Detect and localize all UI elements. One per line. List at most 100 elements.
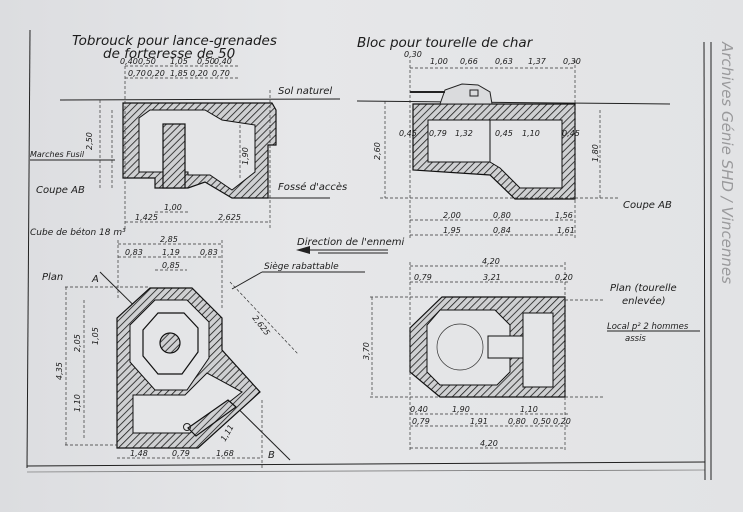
dim: 0,63 (495, 57, 513, 66)
dim: 4,20 (482, 257, 500, 266)
dim: 0,40 (214, 57, 232, 66)
seat-leader (231, 271, 263, 290)
left-section-label: Coupe AB (36, 185, 85, 196)
dim: 3,70 (362, 342, 371, 360)
dim: 0,20 (147, 69, 165, 78)
right-section-dimension-lines (380, 60, 620, 240)
marker-b: B (268, 450, 275, 461)
dim: 0,83 (200, 248, 218, 257)
dim: 1,05 (170, 57, 188, 66)
dim: 0,45 (495, 129, 513, 138)
dim: 0,79 (412, 417, 430, 426)
dim: 1,10 (520, 405, 538, 414)
dim: 0,40 (120, 57, 138, 66)
dim: 2,625 (250, 314, 271, 338)
dim: 1,19 (162, 248, 180, 257)
dim: 1,95 (443, 226, 461, 235)
tobrouck-plan-lower-room (132, 372, 243, 434)
dim: 1,90 (452, 405, 470, 414)
dim: 0,50 (197, 57, 215, 66)
dim: 0,79 (429, 129, 447, 138)
dim: 0,79 (172, 449, 190, 458)
dim: 1,10 (522, 129, 540, 138)
turret-section-room (427, 119, 491, 163)
dim: 2,85 (160, 235, 178, 244)
room-label-line1: Local p² 2 hommes (607, 322, 689, 332)
frame-left-line (26, 29, 31, 469)
right-title: Bloc pour tourelle de char (357, 35, 534, 51)
dim: 2,625 (218, 213, 241, 222)
turret-plan-passage (487, 335, 524, 359)
dim: 3,21 (483, 273, 501, 282)
dim: 1,68 (216, 449, 234, 458)
dim: 2,60 (373, 142, 382, 160)
dim: 4,20 (480, 439, 498, 448)
dim: 2,00 (443, 211, 461, 220)
dim: 2,50 (85, 132, 94, 150)
dim: 0,45 (399, 129, 417, 138)
enemy-direction-label: Direction de l'ennemi (297, 237, 405, 248)
dim: 1,48 (130, 449, 148, 458)
dim: 1,425 (135, 213, 158, 222)
dim: 4,35 (55, 362, 64, 380)
turret-ring (436, 323, 484, 371)
pivot-pedestal (159, 332, 181, 354)
turret-section-chamber (489, 119, 563, 189)
room-label-line2: assis (625, 334, 646, 344)
dim: 2,05 (73, 334, 82, 352)
archive-note: Archives Génie SHD / Vincennes (718, 41, 736, 284)
dim: 1,85 (170, 69, 188, 78)
dim: 0,85 (162, 261, 180, 270)
ground-line-left (59, 98, 341, 101)
dim: 1,90 (241, 147, 250, 165)
marker-a: A (91, 274, 99, 285)
dim: 0,20 (190, 69, 208, 78)
ground-label-left: Sol naturel (278, 86, 332, 97)
dim: 1,05 (91, 327, 100, 345)
frame-bottom-line-2 (26, 469, 706, 473)
dim: 0,50 (533, 417, 551, 426)
arrow-head-icon (296, 246, 310, 254)
dim: 0,70 (212, 69, 230, 78)
right-plan-dimension-lines (370, 262, 605, 450)
trench-label: Fossé d'accès (278, 181, 347, 193)
frame-right-line (703, 41, 706, 481)
dim: 1,32 (455, 129, 473, 138)
right-plan-label-line1: Plan (tourelle (610, 283, 677, 294)
tobrouck-central-pillar (162, 123, 186, 189)
dim: 0,20 (555, 273, 573, 282)
dim: 0,83 (125, 248, 143, 257)
dim: 1,91 (470, 417, 488, 426)
tank-turret (439, 83, 493, 105)
dim: 0,45 (562, 129, 580, 138)
dim: 0,50 (138, 57, 156, 66)
dim: 0,30 (563, 57, 581, 66)
dim: 1,37 (528, 57, 547, 66)
seat-label: Siège rabattable (264, 261, 339, 272)
fold-down-seat-icon (183, 423, 191, 431)
access-corridor (187, 399, 237, 437)
left-plan-dimension-lines (65, 240, 299, 468)
concrete-label: Cube de béton 18 m³ (30, 227, 126, 238)
dim: 0,40 (410, 405, 428, 414)
left-title-line1: Tobrouck pour lance-grenades (72, 33, 277, 49)
dim: 1,00 (164, 203, 182, 212)
dim: 1,80 (591, 144, 600, 162)
frame-bottom-line (26, 461, 706, 467)
left-section-dimension-lines (99, 65, 271, 230)
dim: 1,10 (73, 394, 82, 412)
dim: 0,30 (404, 50, 422, 59)
dim: 1,61 (557, 226, 575, 235)
dim: 0,79 (414, 273, 432, 282)
turret-hatch (469, 89, 479, 97)
dim: 0,70 (128, 69, 146, 78)
dim: 1,56 (555, 211, 573, 220)
dim: 0,80 (508, 417, 526, 426)
dim: 0,80 (493, 211, 511, 220)
right-plan-label-line2: enlevée) (622, 295, 666, 307)
dim: 1,00 (430, 57, 448, 66)
dim: 0,66 (460, 57, 478, 66)
left-title-line2: de forteresse de 50 (103, 46, 235, 62)
